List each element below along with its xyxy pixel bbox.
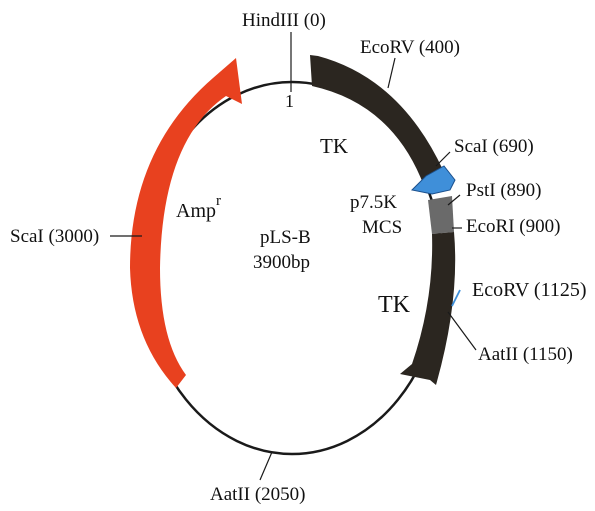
tick-psti-890 (447, 194, 461, 206)
p75k-promoter-arrow (410, 165, 456, 195)
site-psti-890-label: PstI (890) (466, 180, 541, 201)
site-ecorv-400-label: EcoRV (400) (360, 37, 460, 58)
ampr-label: Ampr (176, 193, 221, 222)
tk-label-upper: TK (320, 134, 348, 158)
site-ecorv-1125-label: EcoRV (1125) (472, 279, 587, 301)
site-scai-3000-label: ScaI (3000) (10, 226, 99, 247)
tk-segment-lower (400, 232, 456, 385)
site-scai-690-label: ScaI (690) (454, 136, 534, 157)
site-ecori-900-label: EcoRI (900) (466, 216, 560, 237)
tick-ecorv-1125 (451, 289, 461, 307)
mcs-label: MCS (362, 217, 402, 238)
site-aatii-1150-label: AatII (1150) (478, 344, 573, 365)
p75k-label: p7.5K (350, 192, 397, 213)
tick-aatii-2050 (259, 451, 273, 481)
site-ticks (110, 32, 477, 481)
plasmid-size: 3900bp (253, 252, 310, 273)
mcs-segment (428, 196, 454, 234)
origin-mark: 1 (285, 91, 294, 111)
tick-aatii-1150 (447, 311, 477, 351)
tk-segment-upper (310, 55, 443, 186)
tick-ecorv-400 (387, 57, 396, 89)
tk-label-lower: TK (378, 292, 411, 318)
tick-scai-690 (435, 151, 451, 167)
site-aatii-2050-label: AatII (2050) (210, 484, 306, 505)
plasmid-name: pLS-B (260, 227, 311, 248)
ampr-segment (130, 58, 242, 388)
site-hindiii-label: HindIII (0) (242, 10, 326, 31)
